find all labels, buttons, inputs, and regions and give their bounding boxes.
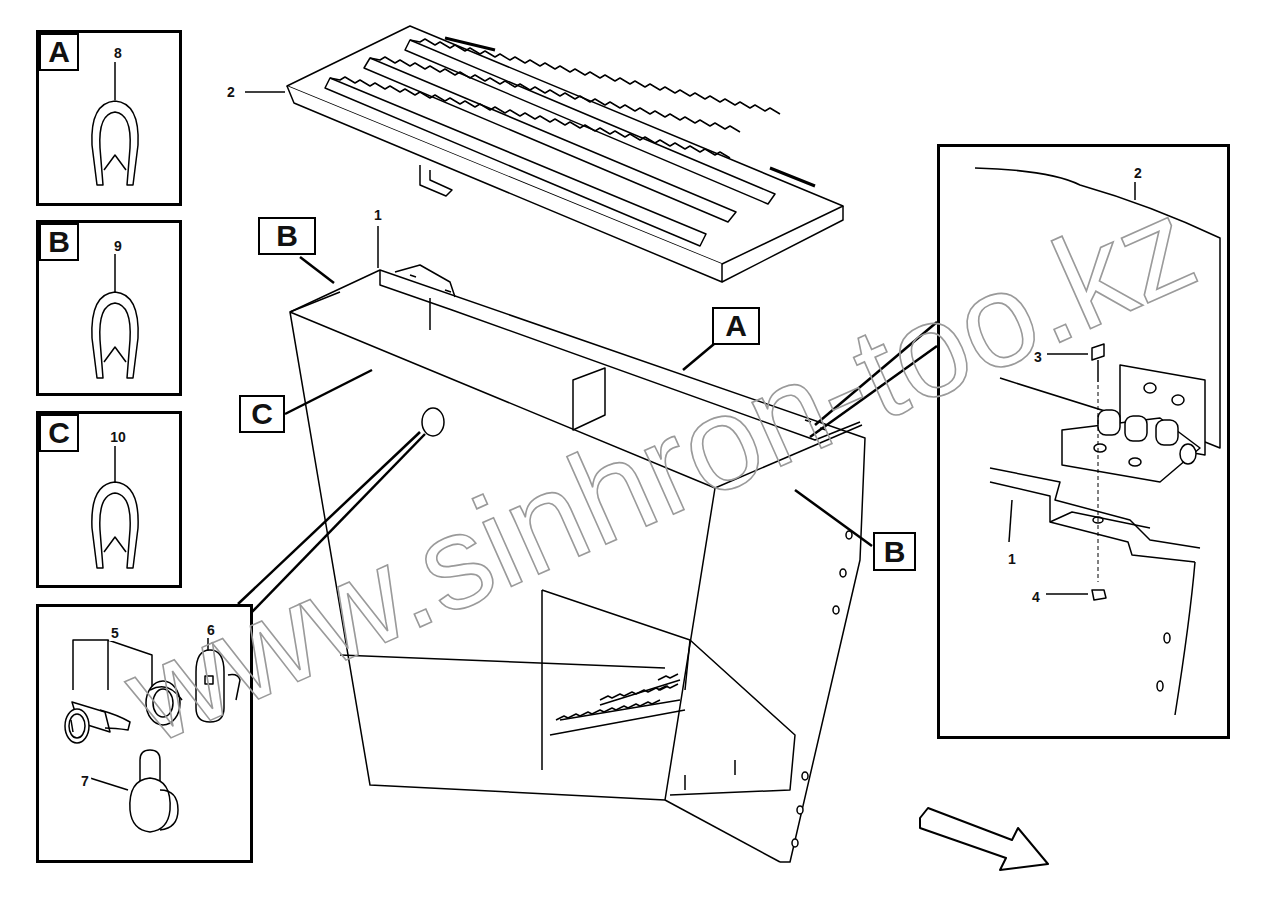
callout-number: 2 bbox=[1132, 165, 1144, 181]
section-letter-box: B bbox=[873, 532, 916, 571]
section-letter-box: A bbox=[39, 33, 79, 71]
section-letter: B bbox=[276, 221, 298, 251]
step-lid bbox=[245, 26, 843, 282]
callout-number: 8 bbox=[112, 45, 124, 61]
section-letter: C bbox=[251, 399, 273, 429]
callout-number: 1 bbox=[1006, 551, 1018, 567]
direction-arrow bbox=[920, 808, 1048, 870]
section-letter-box: C bbox=[39, 414, 79, 452]
detail-panel: 10 C bbox=[36, 411, 182, 588]
section-letter: A bbox=[725, 311, 747, 341]
section-letter-box: B bbox=[39, 223, 79, 261]
section-letter: C bbox=[48, 418, 70, 448]
section-letter-box: A bbox=[712, 307, 760, 345]
callout-number: 1 bbox=[372, 207, 384, 223]
section-letter: B bbox=[884, 537, 906, 567]
callout-number: 2 bbox=[225, 84, 237, 100]
section-letter-box: C bbox=[239, 395, 285, 433]
section-letter: B bbox=[48, 227, 70, 257]
section-letter: A bbox=[48, 37, 70, 67]
section-letter-box: B bbox=[258, 217, 316, 255]
callout-number: 7 bbox=[79, 773, 91, 789]
detail-panel: 9B bbox=[36, 220, 182, 396]
callout-number: 4 bbox=[1030, 589, 1042, 605]
detail-panel: 8A bbox=[36, 30, 182, 206]
edge-clips bbox=[92, 62, 138, 568]
callout-number: 10 bbox=[108, 429, 128, 445]
callout-number: 9 bbox=[112, 238, 124, 254]
